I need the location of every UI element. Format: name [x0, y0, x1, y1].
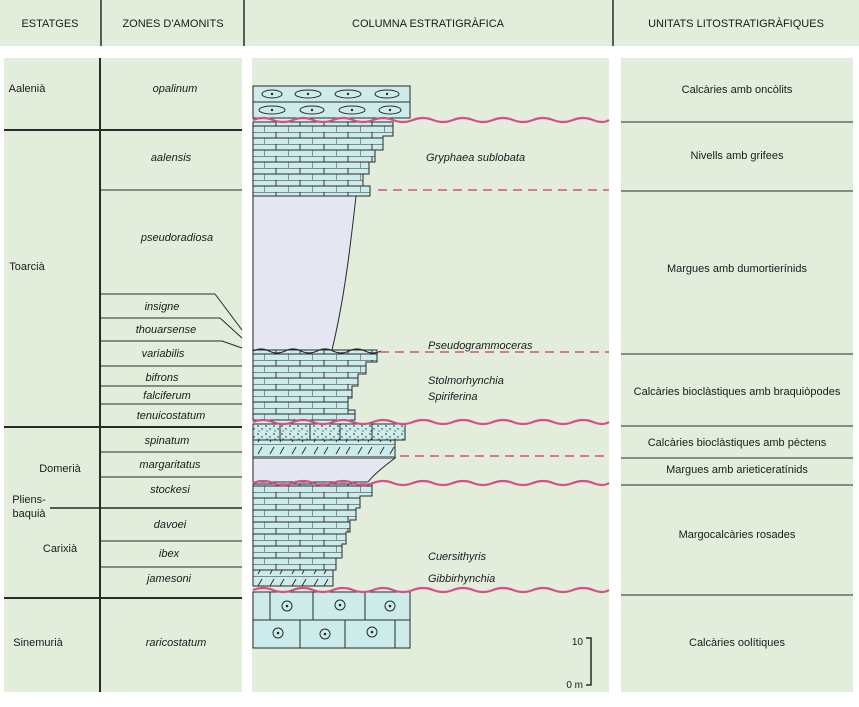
- unit-oncolits: Calcàries amb oncòlits: [682, 84, 793, 96]
- bed-gryphaea: [252, 121, 394, 197]
- zone-insigne: insigne: [145, 301, 180, 313]
- unit-grifees: Nivells amb grifees: [691, 150, 784, 162]
- unit-braquiopodes: Calcàries bioclàstiques amb braquiòpodes: [634, 386, 841, 398]
- zone-stockesi: stockesi: [150, 484, 190, 496]
- fossil-gibbirhynchia: Gibbirhynchia: [428, 573, 495, 585]
- stage-pliensbachian-2: baquià: [12, 508, 46, 520]
- scale-bottom-label: 0 m: [566, 680, 583, 691]
- scale-bar: 10 0 m: [566, 637, 592, 691]
- fossil-labels: Gryphaea sublobata Pseudogrammoceras Sto…: [426, 152, 533, 585]
- zone-opalinum: opalinum: [153, 83, 198, 95]
- zone-davoei: davoei: [154, 519, 187, 531]
- stage-pliensbachian-1: Pliens-: [12, 494, 46, 506]
- zone-tenuicostatum: tenuicostatum: [137, 410, 205, 422]
- unit-margocalcaries: Margocalcàries rosades: [679, 529, 796, 541]
- bed-margocalcaries: [252, 483, 373, 571]
- left-panel: [4, 58, 242, 692]
- stage-domerian: Domerià: [39, 463, 81, 475]
- bed-marl-arieticeras: [252, 457, 397, 483]
- stage-carixian: Carixià: [43, 543, 78, 555]
- strat-column: [252, 85, 411, 649]
- stage-aalenian: Aalenià: [9, 83, 47, 95]
- bed-pecten: [252, 423, 406, 441]
- scale-top-label: 10: [572, 637, 584, 648]
- zone-ibex: ibex: [159, 548, 180, 560]
- unit-oolitiques: Calcàries oolítiques: [689, 637, 785, 649]
- unit-arieticeratinids: Margues amb arieticeratínids: [666, 464, 808, 476]
- fossil-spiriferina: Spiriferina: [428, 391, 478, 403]
- zone-falciferum: falciferum: [143, 390, 191, 402]
- zone-margaritatus: margaritatus: [139, 459, 201, 471]
- unit-pectens: Calcàries bioclàstiques amb pèctens: [648, 437, 827, 449]
- fossil-cuersithyris: Cuersithyris: [428, 551, 487, 563]
- discontinuities: [252, 116, 610, 594]
- zone-aalensis: aalensis: [151, 152, 192, 164]
- stage-toarcian: Toarcià: [9, 261, 45, 273]
- zone-pseudoradiosa: pseudoradiosa: [140, 232, 213, 244]
- zone-variabilis: variabilis: [142, 348, 185, 360]
- unit-labels: Calcàries amb oncòlits Nivells amb grife…: [634, 84, 841, 649]
- header-zones: ZONES D'AMONITS: [122, 18, 223, 30]
- bed-brachiopod: [252, 349, 378, 421]
- header-strip: [0, 0, 859, 46]
- units-panel: [621, 58, 853, 692]
- header-column: COLUMNA ESTRATIGRÀFICA: [352, 17, 505, 30]
- unit-dumortierinids: Margues amb dumortierínids: [667, 263, 808, 275]
- zone-spinatum: spinatum: [145, 435, 190, 447]
- header-units: UNITATS LITOSTRATIGRÀFIQUES: [648, 17, 824, 30]
- fossil-gryphaea: Gryphaea sublobata: [426, 152, 525, 164]
- zone-bifrons: bifrons: [145, 372, 179, 384]
- fossil-pseudogrammoceras: Pseudogrammoceras: [428, 340, 533, 352]
- dashed-boundaries: [378, 189, 609, 457]
- fossil-stolmorhynchia: Stolmorhynchia: [428, 375, 504, 387]
- zone-labels: opalinum aalensis pseudoradiosa insigne …: [136, 83, 213, 649]
- zone-raricostatum: raricostatum: [146, 637, 207, 649]
- stage-sinemurian: Sinemurià: [13, 637, 63, 649]
- header-stages: ESTATGES: [21, 18, 78, 30]
- zone-thouarsense: thouarsense: [136, 324, 197, 336]
- zone-jamesoni: jamesoni: [145, 573, 192, 585]
